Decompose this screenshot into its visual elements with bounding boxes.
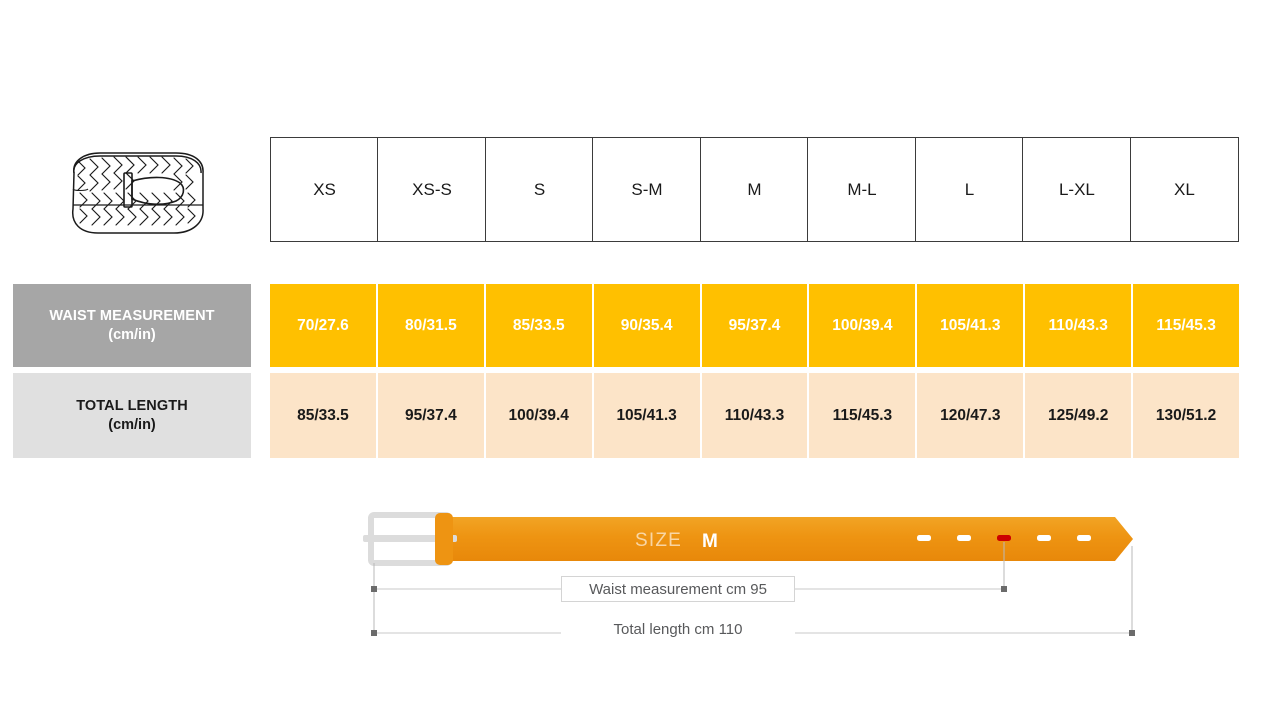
size-header-cell: XS-S xyxy=(377,137,487,242)
row-label-line1: TOTAL LENGTH xyxy=(76,397,188,414)
belt-holes xyxy=(917,535,1091,541)
table-cell: 85/33.5 xyxy=(485,284,594,367)
row-label-line2: (cm/in) xyxy=(108,416,156,433)
belt-hole xyxy=(917,535,931,541)
row-label-total-length: TOTAL LENGTH (cm/in) xyxy=(13,373,251,458)
belt-size-value: M xyxy=(702,531,718,552)
table-cell: 115/45.3 xyxy=(1133,284,1240,367)
size-header-cell: L-XL xyxy=(1022,137,1132,242)
braided-belt-illustration xyxy=(58,143,216,243)
table-cell: 125/49.2 xyxy=(1025,373,1134,458)
belt-hole-active xyxy=(997,535,1011,541)
table-cell: 95/37.4 xyxy=(377,373,486,458)
table-cell: 70/27.6 xyxy=(270,284,378,367)
size-header-cell: S-M xyxy=(592,137,702,242)
table-cell: 100/39.4 xyxy=(485,373,594,458)
data-row-total-length: 85/33.5 95/37.4 100/39.4 105/41.3 110/43… xyxy=(270,373,1240,458)
size-header-cell: M-L xyxy=(807,137,917,242)
size-header-row: XS XS-S S S-M M M-L L L-XL XL xyxy=(270,137,1239,242)
dimension-extension-lines xyxy=(373,542,1133,636)
table-cell: 105/41.3 xyxy=(917,284,1026,367)
table-cell: 90/35.4 xyxy=(593,284,702,367)
size-header-cell: S xyxy=(484,137,595,242)
row-label-line1: WAIST MEASUREMENT xyxy=(49,307,215,324)
table-cell: 100/39.4 xyxy=(809,284,918,367)
table-cell: 110/43.3 xyxy=(701,373,810,458)
table-cell: 110/43.3 xyxy=(1025,284,1134,367)
belt-hole xyxy=(1037,535,1051,541)
row-label-line2: (cm/in) xyxy=(108,326,156,343)
row-label-waist-measurement: WAIST MEASUREMENT (cm/in) xyxy=(13,284,251,367)
belt-size-prefix: SIZE xyxy=(635,530,682,551)
size-header-cell: L xyxy=(914,137,1024,242)
size-header-cell: XS xyxy=(270,137,380,242)
belt-hole xyxy=(1077,535,1091,541)
table-cell: 130/51.2 xyxy=(1133,373,1240,458)
belt-strap xyxy=(447,517,1133,561)
table-cell: 85/33.5 xyxy=(270,373,378,458)
belt-hole xyxy=(957,535,971,541)
table-cell: 95/37.4 xyxy=(701,284,810,367)
table-cell: 80/31.5 xyxy=(377,284,486,367)
belt-measurement-diagram: SIZE M xyxy=(355,500,1155,650)
table-cell: 115/45.3 xyxy=(809,373,918,458)
table-cell: 105/41.3 xyxy=(593,373,702,458)
data-row-waist-measurement: 70/27.6 80/31.5 85/33.5 90/35.4 95/37.4 … xyxy=(270,284,1240,367)
size-header-cell: M xyxy=(699,137,810,242)
belt-keeper-loop xyxy=(435,513,453,565)
waist-dimension-label: Waist measurement cm 95 xyxy=(561,576,795,602)
size-header-cell: XL xyxy=(1129,137,1239,242)
total-length-dimension-label: Total length cm 110 xyxy=(561,617,795,641)
table-cell: 120/47.3 xyxy=(917,373,1026,458)
